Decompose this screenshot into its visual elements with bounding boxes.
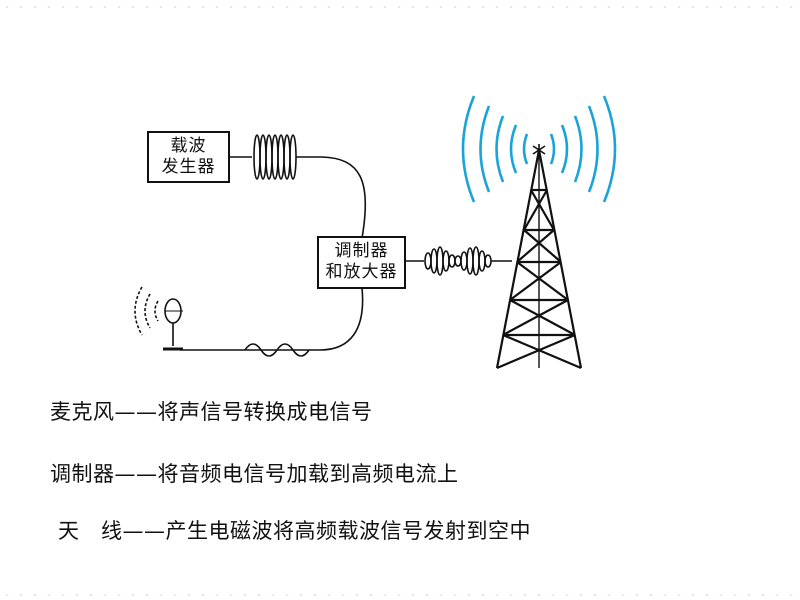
- caption-term: 调制器: [50, 462, 115, 486]
- modulator-amplifier-line2: 和放大器: [325, 262, 398, 282]
- caption-desc: 产生电磁波将高频载波信号发射到空中: [165, 519, 531, 543]
- carrier-generator-box: [147, 131, 230, 183]
- caption-desc: 将音频电信号加载到高频电流上: [157, 462, 459, 486]
- modulated-coil: [405, 246, 512, 276]
- carrier-generator-line1: 载波: [170, 136, 207, 156]
- modulator-amplifier-line1: 调制器: [334, 241, 389, 261]
- carrier-coil: [229, 134, 297, 180]
- caption-desc: 将声信号转换成电信号: [157, 400, 373, 424]
- caption-dash: ——: [114, 400, 158, 424]
- caption-modulator: 调制器——将音频电信号加载到高频电流上: [50, 458, 459, 488]
- caption-dash: ——: [122, 519, 166, 543]
- caption-term: 天 线: [58, 519, 123, 543]
- carrier-connector-line: [296, 156, 367, 239]
- antenna-tower-icon: [495, 144, 583, 370]
- carrier-generator-line2: 发生器: [161, 157, 216, 177]
- modulator-amplifier-label: 调制器 和放大器: [318, 241, 405, 283]
- audio-connector-line: [180, 287, 364, 351]
- caption-antenna: 天 线——产生电磁波将高频载波信号发射到空中: [58, 515, 531, 545]
- caption-microphone: 麦克风——将声信号转换成电信号: [50, 396, 373, 426]
- caption-dash: ——: [114, 462, 158, 486]
- audio-signal-wave: [244, 343, 310, 357]
- radio-transmission-diagram: [134, 95, 617, 370]
- top-dotted-border: [0, 4, 800, 10]
- caption-term: 麦克风: [50, 400, 115, 424]
- radio-wave-icon: [461, 95, 617, 203]
- bottom-dotted-border: [0, 592, 800, 598]
- modulator-amplifier-box: [317, 236, 406, 289]
- microphone-icon: [134, 286, 183, 351]
- carrier-generator-label: 载波 发生器: [148, 136, 229, 178]
